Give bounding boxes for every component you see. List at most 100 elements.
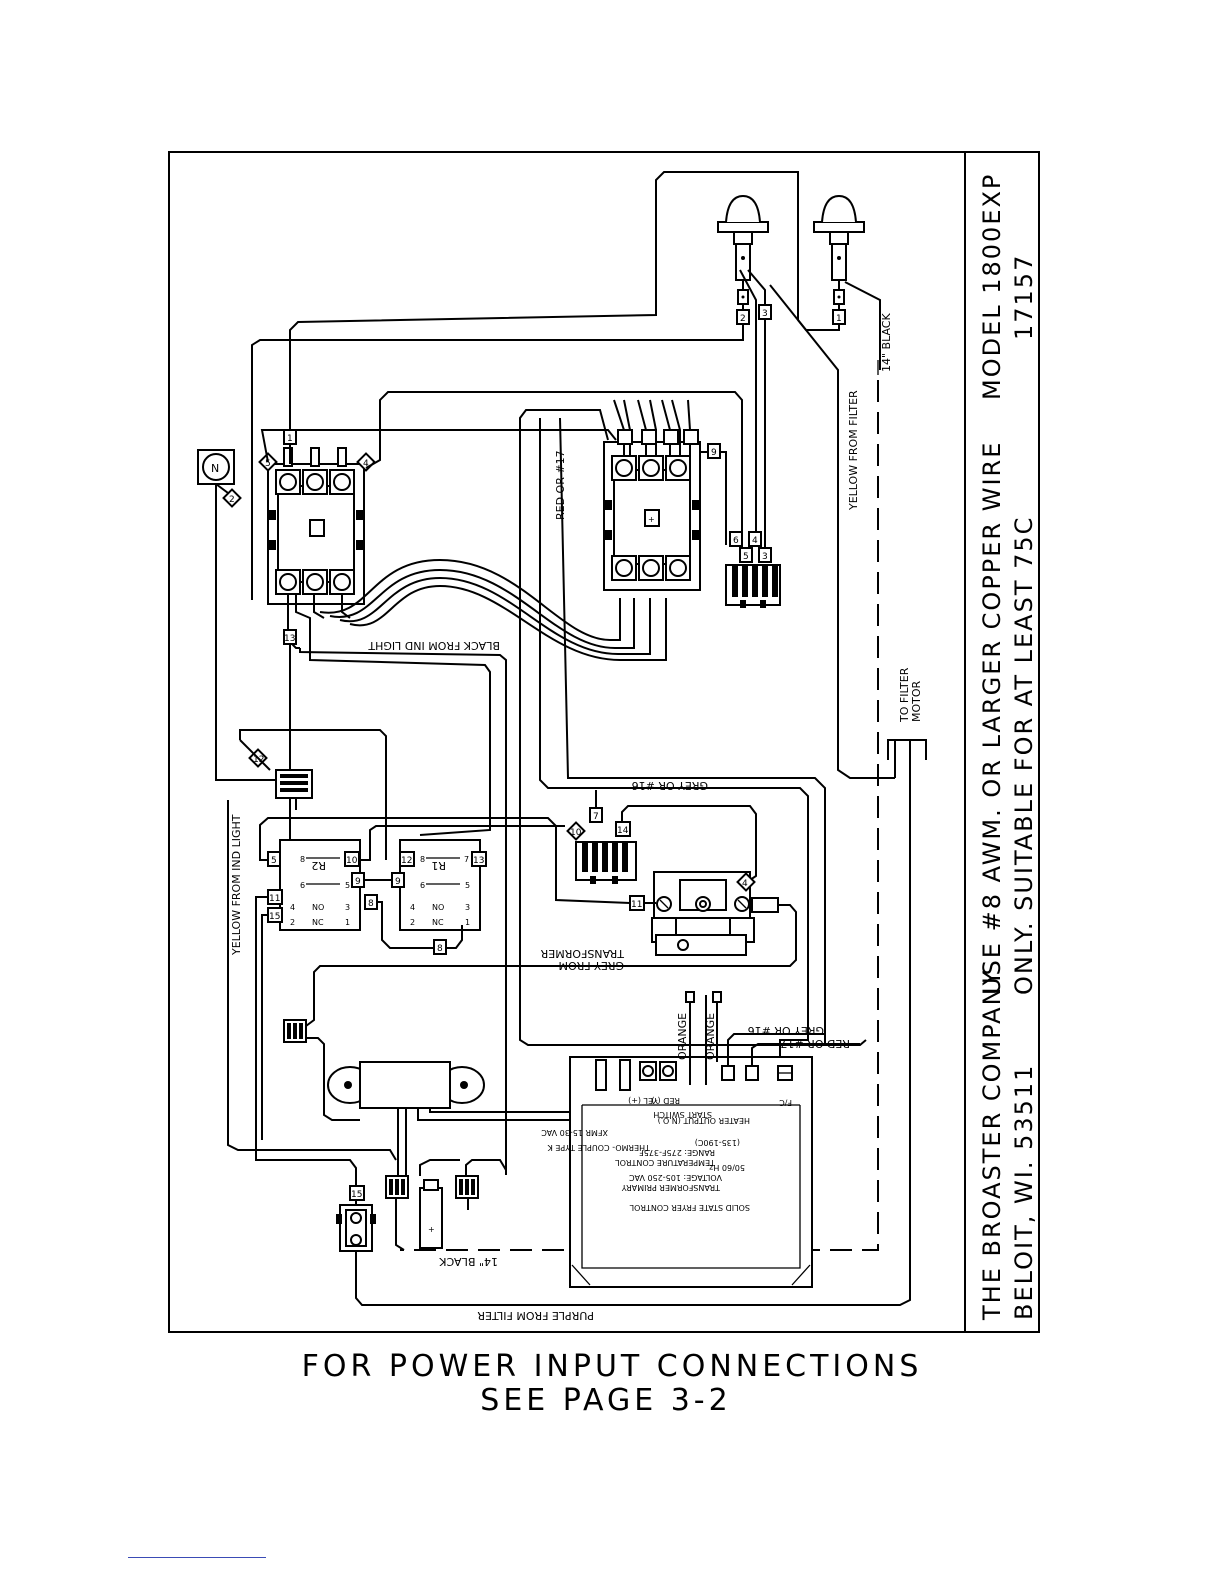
svg-text:R2: R2 xyxy=(311,859,326,872)
label-orange-1: ORANGE xyxy=(676,1013,689,1060)
svg-text:5: 5 xyxy=(265,459,271,469)
svg-text:TEMPERATURE CONTROL: TEMPERATURE CONTROL xyxy=(615,1158,716,1167)
connector-left-lower xyxy=(283,1019,307,1043)
svg-text:N: N xyxy=(211,462,219,475)
tag-5-block: 5 xyxy=(739,547,753,563)
svg-text:6: 6 xyxy=(300,881,305,890)
svg-text:8: 8 xyxy=(437,944,443,954)
footnote-rule xyxy=(128,1557,266,1558)
label-to-filter: TO FILTER xyxy=(898,667,911,723)
svg-text:RED (-): RED (-) xyxy=(652,1096,680,1105)
svg-text:5: 5 xyxy=(271,856,277,866)
label-14-black: 14" BLACK xyxy=(880,313,893,372)
high-limit-block xyxy=(651,871,779,956)
tag-9-r1: 9 xyxy=(391,872,405,888)
transformer xyxy=(327,1061,485,1109)
wire-6-contactor xyxy=(365,391,743,545)
terminal-block-right xyxy=(725,564,781,608)
label-red-or-17-bottom: RED OR #17 xyxy=(780,1037,850,1050)
svg-text:3: 3 xyxy=(345,903,350,912)
svg-text:+: + xyxy=(428,1225,435,1234)
tag-6-block: 6 xyxy=(729,531,743,547)
diagram-frame xyxy=(168,151,1040,1333)
tag-8-bottom: 8 xyxy=(433,939,447,955)
svg-text:XFMR 15-30 VAC: XFMR 15-30 VAC xyxy=(541,1128,608,1137)
wire-yellow-filter xyxy=(769,284,895,779)
board-labels: XFMR 15-30 VAC THERMO- COUPLE TYPE K YEL… xyxy=(541,1096,792,1212)
tag-13-contactor: 13 xyxy=(283,629,297,645)
svg-text:3: 3 xyxy=(465,903,470,912)
wire-14-black xyxy=(844,281,881,370)
wire-4 xyxy=(739,269,757,545)
wire-note-1: USE #8 AWM. OR LARGER COPPER WIRE xyxy=(978,441,1006,995)
svg-text:15: 15 xyxy=(269,912,280,922)
terminal-block-center xyxy=(575,841,637,884)
tag-10-r2: 10 xyxy=(344,851,360,867)
label-yellow-from-ind-light: YELLOW FROM IND LIGHT xyxy=(230,814,243,956)
tag-12-r1: 12 xyxy=(399,851,415,867)
svg-text:R1: R1 xyxy=(431,859,446,872)
model-number: 17157 xyxy=(1010,254,1038,340)
company-name: THE BROASTER COMPANY xyxy=(978,969,1006,1321)
svg-text:(135-190C): (135-190C) xyxy=(695,1138,740,1147)
svg-text:14: 14 xyxy=(617,826,629,836)
svg-text:4: 4 xyxy=(752,536,758,546)
svg-text:SOLID STATE FRYER CONTROL: SOLID STATE FRYER CONTROL xyxy=(629,1203,750,1212)
tag-3-light: 3 xyxy=(758,304,772,320)
svg-text:12: 12 xyxy=(401,856,412,866)
company-address: BELOIT, WI. 53511 xyxy=(1010,1064,1038,1320)
svg-text:6: 6 xyxy=(420,881,425,890)
svg-text:8: 8 xyxy=(368,899,374,909)
start-switch xyxy=(336,1204,376,1252)
svg-text:F/C: F/C xyxy=(779,1098,792,1107)
tag-4-heater: 4 xyxy=(736,872,756,892)
svg-text:HEATER OUTPUT (N.O.): HEATER OUTPUT (N.O.) xyxy=(658,1116,750,1125)
filter-motor-connector xyxy=(887,739,927,760)
indicator-light-2 xyxy=(813,194,865,305)
svg-text:7: 7 xyxy=(593,812,599,822)
label-grey-or-16-bottom: GREY OR #16 xyxy=(748,1024,824,1037)
wire-red-17 xyxy=(519,409,860,1046)
contactor-right: + xyxy=(603,441,701,591)
label-purple-from-filter: PURPLE FROM FILTER xyxy=(477,1309,594,1322)
title-block: THE BROASTER COMPANY BELOIT, WI. 53511 U… xyxy=(978,173,1038,1321)
svg-text:5: 5 xyxy=(743,552,749,562)
model-name: MODEL 1800EXP xyxy=(978,173,1006,400)
tag-7-center: 7 xyxy=(589,807,603,823)
svg-text:9: 9 xyxy=(355,877,361,887)
label-transformer: TRANSFORMER xyxy=(540,947,625,960)
svg-text:3: 3 xyxy=(762,552,768,562)
wire-grey-16 xyxy=(539,418,809,1065)
label-orange-2: ORANGE xyxy=(704,1013,717,1060)
svg-text:9: 9 xyxy=(711,448,717,458)
wire-13 xyxy=(278,644,291,861)
label-14-black-bottom: 14" BLACK xyxy=(439,1255,498,1268)
svg-text:11: 11 xyxy=(631,900,642,910)
footer-line-2: SEE PAGE 3-2 xyxy=(480,1383,731,1418)
wire-yellow-ind-light xyxy=(227,800,397,1161)
svg-text:11: 11 xyxy=(269,894,280,904)
svg-text:3: 3 xyxy=(762,309,768,319)
svg-text:13: 13 xyxy=(473,856,484,866)
svg-text:NC: NC xyxy=(312,918,324,927)
svg-text:1: 1 xyxy=(345,918,350,927)
label-grey-from: GREY FROM xyxy=(559,959,624,972)
svg-text:4: 4 xyxy=(742,879,748,889)
tag-10-center: 10 xyxy=(566,821,586,841)
wire-3 xyxy=(747,269,766,560)
svg-text:NO: NO xyxy=(312,903,324,912)
svg-text:1: 1 xyxy=(836,314,842,324)
svg-text:8: 8 xyxy=(300,855,305,864)
svg-text:VOLTAGE: 105-250 VAC: VOLTAGE: 105-250 VAC xyxy=(629,1173,722,1182)
tag-11-r2: 11 xyxy=(267,889,283,905)
tag-9-r2: 9 xyxy=(351,872,365,888)
tag-8-r2: 8 xyxy=(364,894,378,910)
svg-text:9: 9 xyxy=(395,877,401,887)
wire-5-contactor xyxy=(260,429,617,464)
wire-purple-filter xyxy=(355,740,911,1306)
svg-text:10: 10 xyxy=(570,828,582,838)
tag-9-contactor-right: 9 xyxy=(707,443,721,459)
svg-text:THERMO- COUPLE TYPE K: THERMO- COUPLE TYPE K xyxy=(547,1143,651,1152)
svg-text:START SWITCH: START SWITCH xyxy=(653,1110,712,1119)
